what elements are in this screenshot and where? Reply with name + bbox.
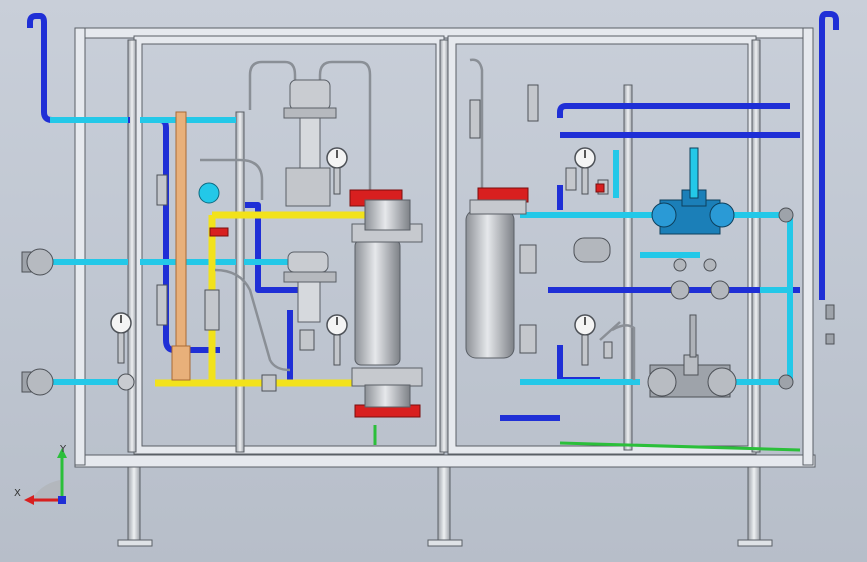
- axis-triad-icon: Y X: [14, 444, 67, 505]
- ball-valve-icon: [117, 373, 135, 391]
- dark-blue-piping: [27, 11, 839, 421]
- x-axis-label: X: [14, 488, 21, 499]
- grey-valve-assembly-lower: [647, 314, 737, 398]
- y-axis-label: Y: [59, 444, 67, 455]
- orange-sight-tube: [175, 111, 187, 381]
- orange-sight-tube-base: [171, 345, 191, 381]
- skid-frame: [74, 27, 816, 547]
- red-flange-details: [209, 183, 605, 237]
- right-outlet-fittings: [778, 207, 835, 390]
- regulator-mid: [283, 251, 337, 323]
- instrument-tubing: [200, 58, 636, 380]
- vessel-left: [349, 189, 423, 418]
- regulator-top: [283, 79, 337, 207]
- flange-icon: [21, 248, 54, 396]
- valve-icon: [117, 84, 613, 392]
- blue-valve-assembly-upper: [651, 147, 735, 235]
- indicator-disc-icon: [198, 182, 220, 204]
- cyan-piping: [40, 117, 793, 385]
- grey-tee-assembly: [573, 237, 730, 300]
- vessel-right: [465, 187, 529, 359]
- gauge-needles: [120, 150, 586, 325]
- ground-line: [373, 425, 801, 452]
